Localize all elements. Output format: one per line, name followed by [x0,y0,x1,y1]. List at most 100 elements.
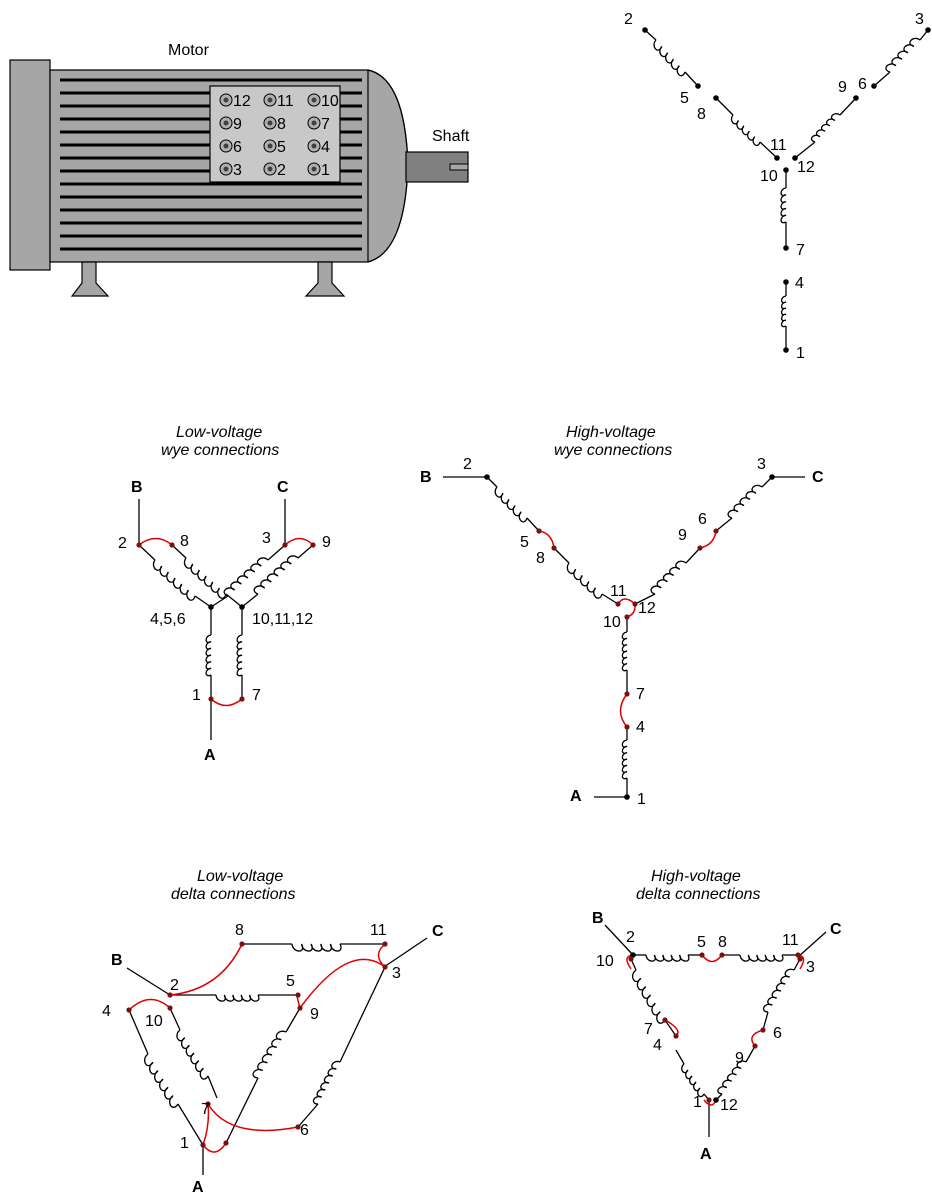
terminal-dot [797,956,803,962]
terminal-dot [239,696,245,702]
terminal-stud-center [311,166,317,172]
terminal-dot [282,542,288,548]
terminal-dot [169,542,175,548]
terminal-label: 10 [596,953,614,970]
high-delta-phase-a: A [700,1146,712,1163]
jumper-wire [202,1103,210,1146]
terminal-dot [484,474,490,480]
terminal-stud-center [311,97,317,103]
terminal-label: 3 [806,959,815,976]
terminal-number: 7 [321,116,330,133]
terminal-dot [853,95,859,101]
jumper-wire [202,1142,227,1153]
terminal-label: 6 [300,1122,309,1139]
terminal-label: 8 [697,106,706,123]
terminal-dot [695,83,701,89]
motor-end-cap [9,59,51,271]
terminal-stud-center [311,143,317,149]
low-wye-caption-1: Low-voltage [176,424,262,441]
terminal-dot [239,941,245,947]
terminal-label: 4 [795,275,804,292]
winding-coil [176,1029,209,1080]
terminal-dot [783,279,789,285]
jumper-wire [207,1103,299,1132]
winding-coil [152,559,196,601]
terminal-dot [752,1043,758,1049]
terminal-dot [310,542,316,548]
terminal-label: 11 [370,922,387,939]
low-wye-phase-c: C [277,479,289,496]
shaft-label: Shaft [432,128,470,145]
terminal-dot [200,1142,206,1148]
terminal-label: 3 [915,11,924,28]
terminal-label: 9 [310,1006,319,1023]
terminal-label: 7 [201,1101,210,1118]
low-delta-phase-c: C [432,923,444,940]
terminal-label: 12 [638,600,656,617]
terminal-dot [223,1140,229,1146]
terminal-label: 5 [697,934,706,951]
terminal-label: 7 [636,686,645,703]
winding-coil [681,1063,705,1098]
winding-coil [144,1053,179,1108]
terminal-label: 8 [718,934,727,951]
terminal-dot [783,167,789,173]
winding-coil [183,557,227,599]
terminal-dot [536,528,542,534]
terminal-dot [624,691,630,697]
terminal-number: 8 [277,116,286,133]
terminal-label: 12 [720,1097,738,1114]
terminal-dot [167,992,173,998]
low-delta-caption-1: Low-voltage [197,868,283,885]
terminal-label: 7 [796,242,805,259]
jumper-wire [538,530,555,549]
terminal-dot [662,1017,668,1023]
jumper-wire [138,537,173,546]
terminal-label: 1 [693,1094,702,1111]
terminal-dot [706,1097,712,1103]
terminal-stud-center [223,166,229,172]
winding-coil [810,113,841,143]
terminal-dot [551,545,557,551]
terminal-label: 6 [698,511,707,528]
jumper-wire [619,693,628,728]
terminal-dot [295,1124,301,1130]
terminal-stud-center [267,143,273,149]
terminal-label: 2 [626,929,635,946]
terminal-dot [382,964,388,970]
terminal-dot [760,1027,766,1033]
terminal-number: 12 [233,93,251,110]
winding-coil [717,1060,747,1095]
low-delta-phase-a: A [192,1179,204,1194]
terminal-dot [167,1005,173,1011]
terminal-dot [699,952,705,958]
winding-coil [312,1060,341,1105]
terminal-dot [205,1101,211,1107]
terminal-number: 9 [233,116,242,133]
terminal-stud-center [267,166,273,172]
winding-coil [645,954,690,962]
terminal-dot [630,952,636,958]
terminal-label: 1 [192,687,201,704]
terminal-number: 5 [277,139,286,156]
terminal-label: 9 [678,527,687,544]
terminal-dot [624,724,630,730]
high-delta-caption-1: High-voltage [651,868,741,885]
terminal-label: 10,11,12 [252,611,313,628]
terminal-label: 2 [624,11,633,28]
winding-coil [739,954,784,962]
terminal-label: 11 [610,583,627,600]
terminal-dot [795,952,801,958]
terminal-dot [624,614,630,620]
low-delta-phase-b: B [111,952,123,969]
terminal-dot [295,992,301,998]
winding-coil [632,969,666,1024]
high-wye-phase-b: B [420,469,432,486]
winding-coil [762,968,795,1013]
winding-coil [223,557,269,597]
terminal-label: 3 [757,456,766,473]
jumper-wire [701,954,723,963]
terminal-number: 11 [277,93,294,110]
